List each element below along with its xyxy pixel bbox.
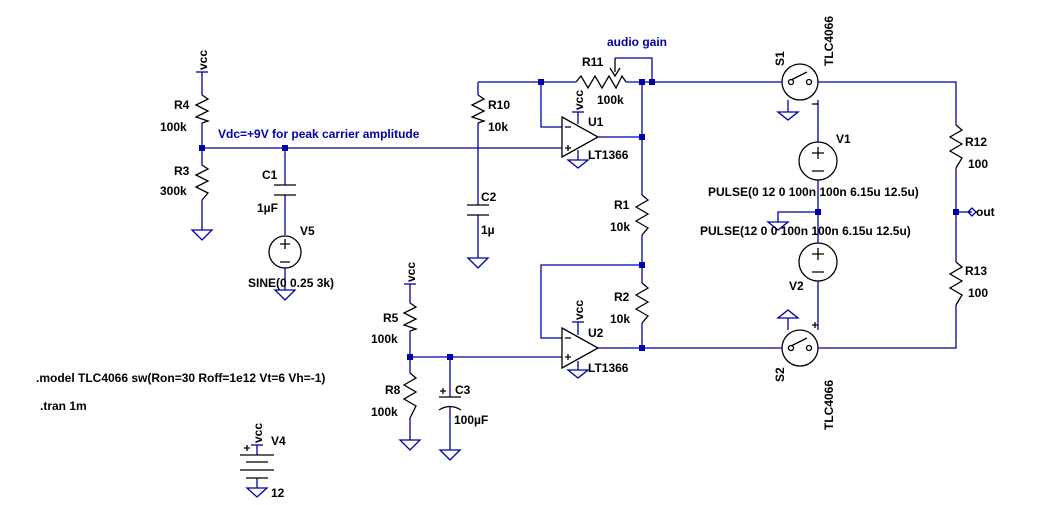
r2-value: 10k — [610, 312, 630, 326]
r10-ref: R10 — [488, 98, 510, 112]
vcc-flag-label: vcc — [251, 423, 265, 443]
u2-value: LT1366 — [588, 361, 629, 375]
r13-ref: R13 — [965, 264, 987, 278]
r1-ref: R1 — [614, 198, 630, 212]
v5-ref: V5 — [300, 224, 315, 238]
resistor-r2[interactable] — [634, 282, 650, 324]
s1-ref: S1 — [773, 51, 787, 66]
vcc-flags: vcc vcc vcc vcc vcc — [196, 50, 586, 446]
vcc-flag-label: vcc — [404, 262, 418, 282]
vcc-flag-label: vcc — [572, 300, 586, 320]
resistor-r3[interactable] — [194, 164, 210, 201]
capacitor-c2[interactable] — [467, 204, 489, 216]
junctions — [199, 79, 959, 360]
u1-value: LT1366 — [588, 148, 629, 162]
capacitor-c1[interactable] — [274, 184, 296, 196]
r5-ref: R5 — [383, 311, 399, 325]
v1-value: PULSE(0 12 0 100n 100n 6.15u 12.5u) — [708, 185, 919, 199]
resistor-r4[interactable] — [194, 94, 211, 124]
r12-value: 100 — [968, 157, 988, 171]
opamp-u2[interactable] — [561, 322, 600, 370]
c2-ref: C2 — [481, 190, 497, 204]
v2-ref: V2 — [789, 279, 804, 293]
resistor-r5[interactable] — [402, 302, 419, 332]
switch-s1[interactable] — [778, 63, 822, 105]
resistor-r12[interactable] — [948, 124, 964, 169]
s2-value: TLC4066 — [822, 380, 836, 430]
r12-ref: R12 — [965, 135, 987, 149]
resistor-r1[interactable] — [634, 194, 650, 236]
battery-v4[interactable] — [240, 445, 274, 479]
r2-ref: R2 — [614, 290, 630, 304]
c3-value: 100µF — [454, 413, 488, 427]
s1-value: TLC4066 — [822, 16, 836, 66]
c1-ref: C1 — [262, 168, 278, 182]
audio-gain-label: audio gain — [607, 35, 667, 49]
c3-ref: C3 — [455, 383, 471, 397]
r11-ref: R11 — [582, 55, 604, 69]
vcc-flag-label: vcc — [572, 90, 586, 110]
u2-ref: U2 — [588, 326, 604, 340]
model-directive: .model TLC4066 sw(Ron=30 Roff=1e12 Vt=6 … — [36, 371, 325, 385]
source-v1[interactable] — [798, 141, 838, 181]
r8-value: 100k — [371, 405, 398, 419]
resistor-r10[interactable] — [470, 94, 487, 124]
resistor-r8[interactable] — [402, 372, 418, 419]
v5-value: SINE(0 0.25 3k) — [248, 276, 334, 290]
out-port — [967, 207, 977, 217]
resistor-r13[interactable] — [948, 261, 964, 306]
u1-ref: U1 — [588, 115, 604, 129]
source-v2[interactable] — [798, 242, 838, 282]
s2-ref: S2 — [773, 367, 787, 382]
switch-s2[interactable] — [778, 322, 822, 367]
c2-value: 1µ — [481, 223, 495, 237]
potentiometer-r11[interactable] — [575, 58, 627, 90]
out-label: out — [976, 205, 995, 219]
r4-ref: R4 — [174, 98, 190, 112]
v4-ref: V4 — [271, 434, 286, 448]
r1-value: 10k — [610, 220, 630, 234]
v1-ref: V1 — [836, 132, 851, 146]
r13-value: 100 — [968, 286, 988, 300]
vcc-flag-label: vcc — [196, 50, 210, 70]
source-v5[interactable] — [268, 235, 302, 269]
r5-value: 100k — [371, 332, 398, 346]
tran-directive: .tran 1m — [40, 399, 87, 413]
opamp-u1[interactable] — [561, 112, 600, 160]
v2-value: PULSE(12 0 0 100n 100n 6.15u 12.5u) — [700, 224, 911, 238]
r3-value: 300k — [160, 184, 187, 198]
r11-value: 100k — [597, 93, 624, 107]
r8-ref: R8 — [385, 383, 401, 397]
v4-value: 12 — [271, 486, 285, 500]
c1-value: 1µF — [257, 201, 278, 215]
r10-value: 10k — [488, 120, 508, 134]
ground-symbols — [190, 111, 800, 498]
r3-ref: R3 — [174, 164, 190, 178]
wires — [201, 57, 972, 488]
vdc-note-label: Vdc=+9V for peak carrier amplitude — [218, 127, 420, 141]
r4-value: 100k — [160, 120, 187, 134]
capacitor-c3[interactable] — [438, 388, 462, 411]
